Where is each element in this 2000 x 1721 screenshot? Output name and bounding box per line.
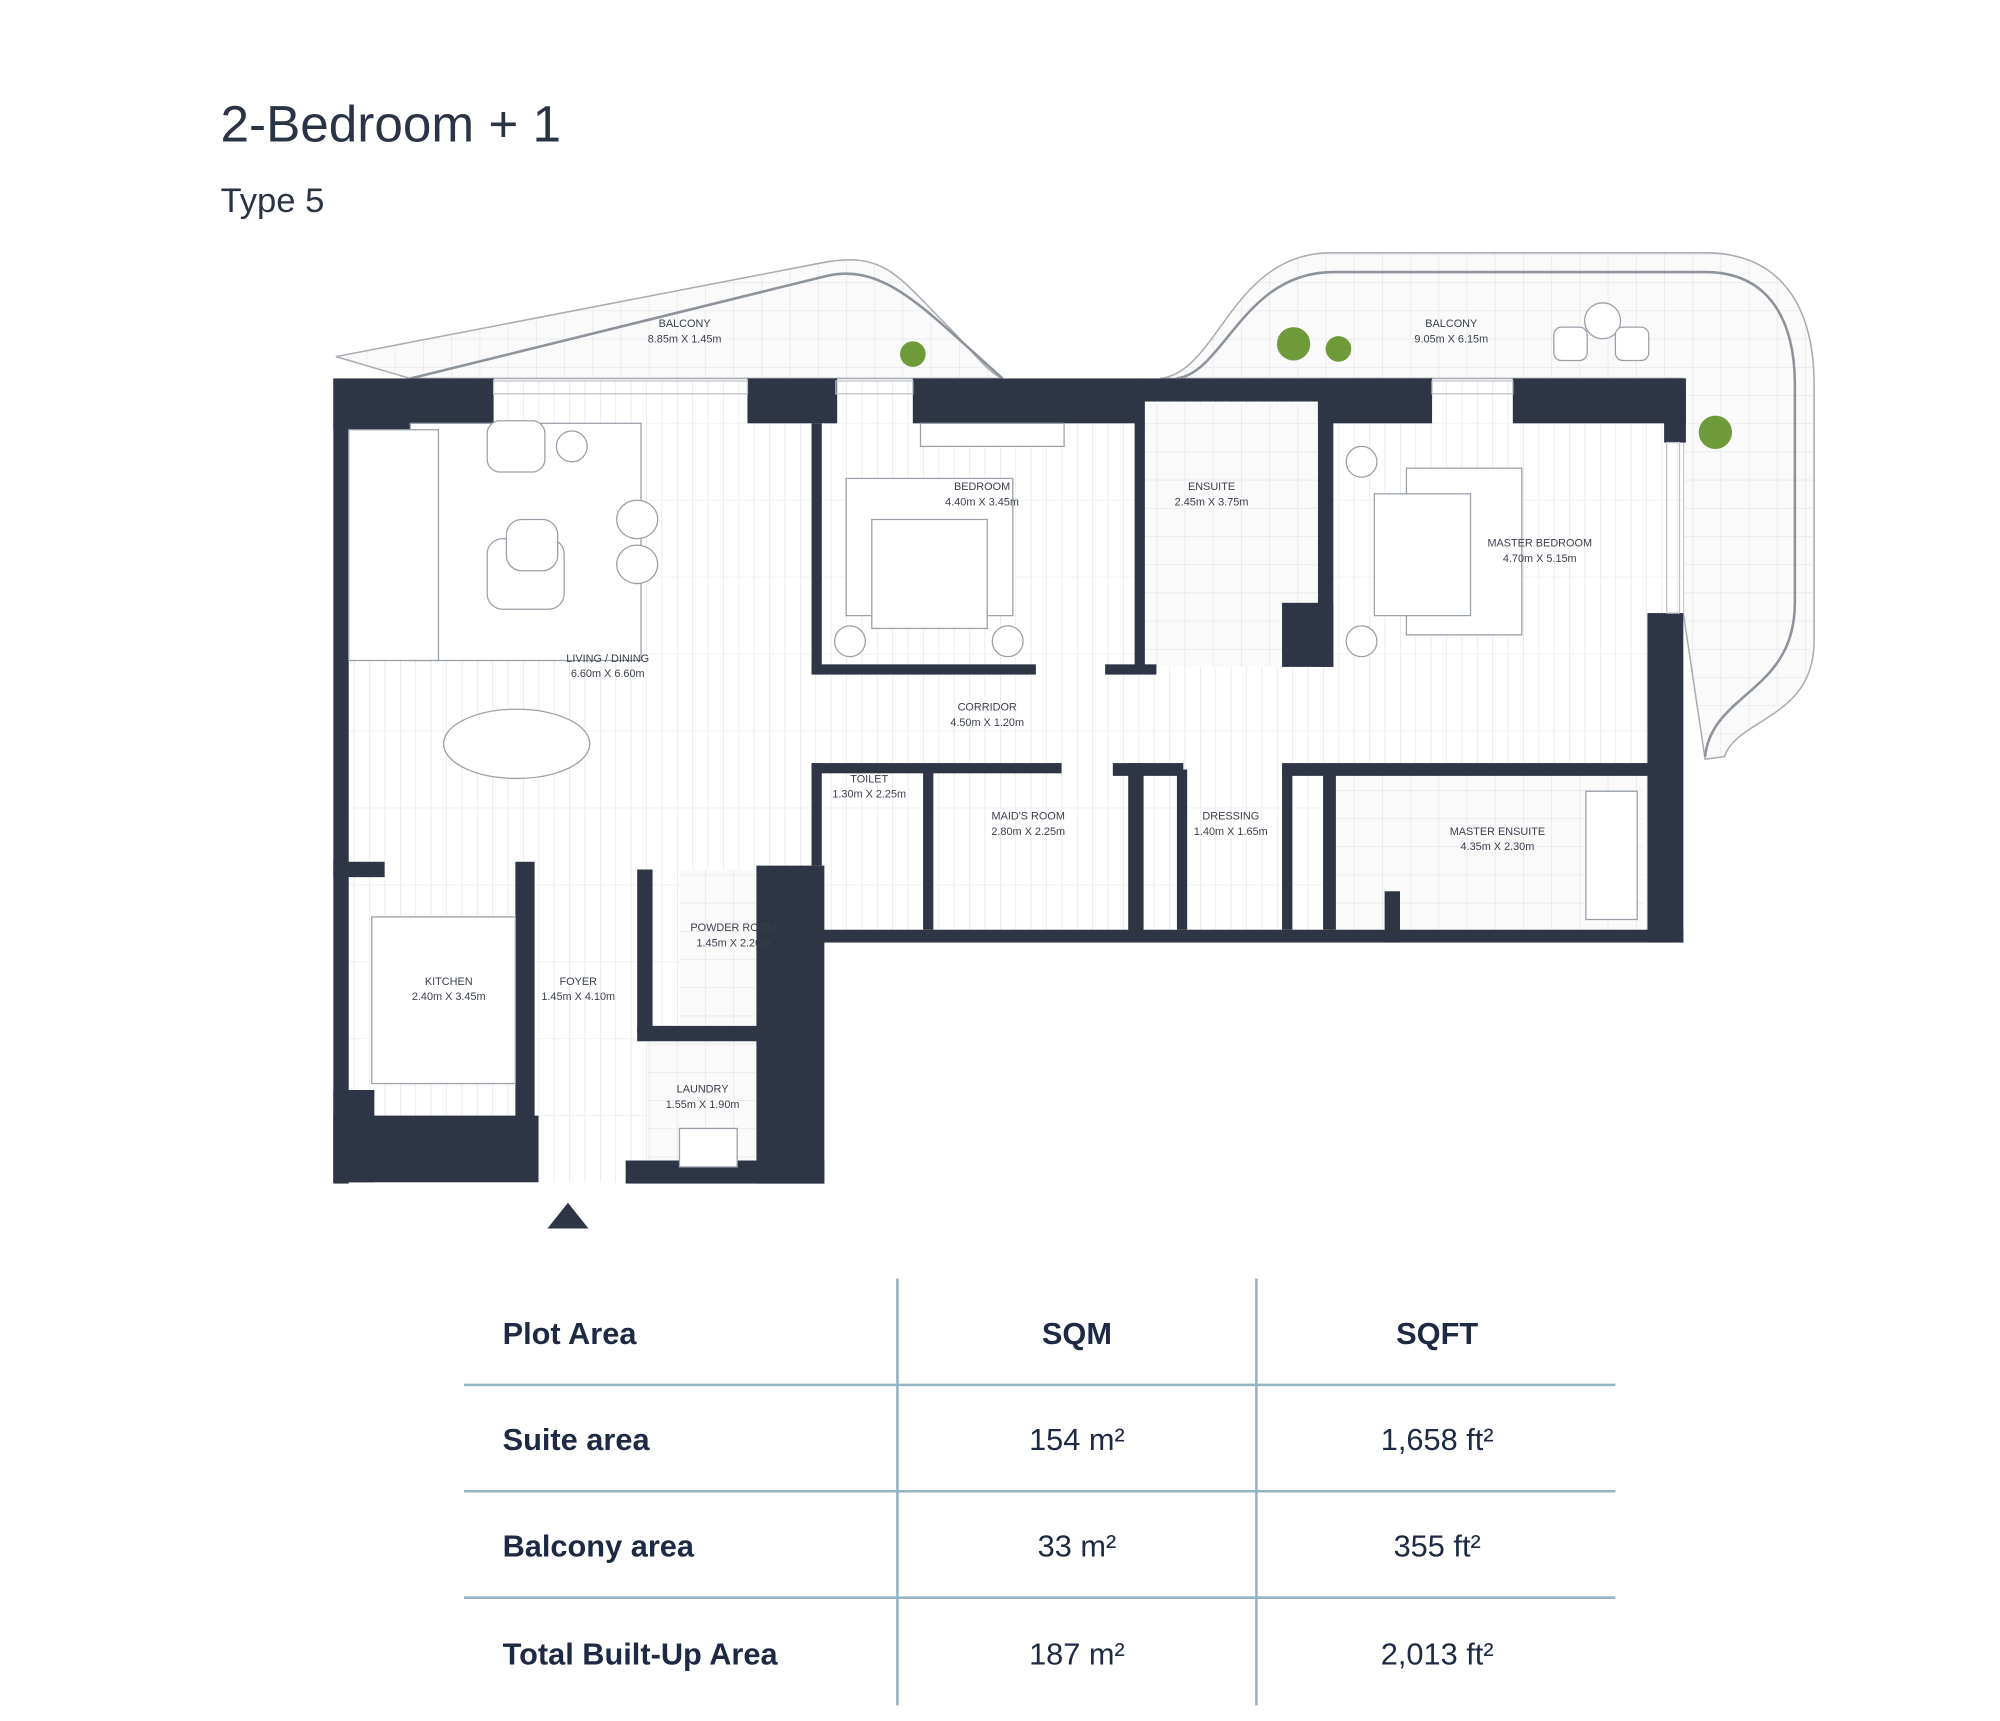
room-label-living-dining: LIVING / DINING 6.60m X 6.60m <box>566 653 649 680</box>
table-row: Suite area 154 m² 1,658 ft² <box>503 1422 1494 1457</box>
balcony-chairs <box>1553 302 1650 362</box>
windows <box>492 380 1681 614</box>
room-label-balcony-right: BALCONY 9.05m X 6.15m <box>1414 318 1488 345</box>
table-row: Total Built-Up Area 187 m² 2,013 ft² <box>503 1636 1494 1671</box>
svg-text:Suite area: Suite area <box>503 1422 651 1457</box>
svg-text:355 ft²: 355 ft² <box>1394 1529 1481 1564</box>
svg-text:MASTER BEDROOM: MASTER BEDROOM <box>1487 537 1592 549</box>
room-label-powder-room: POWDER ROOM 1.45m X 2.20m <box>690 922 776 949</box>
header-sqm: SQM <box>1042 1316 1112 1351</box>
svg-text:POWDER ROOM: POWDER ROOM <box>690 922 776 934</box>
svg-text:CORRIDOR: CORRIDOR <box>958 702 1017 714</box>
svg-text:ENSUITE: ENSUITE <box>1188 481 1235 493</box>
area-table: Plot Area SQM SQFT Suite area 154 m² 1,6… <box>464 1278 1616 1706</box>
room-label-dressing: DRESSING 1.40m X 1.65m <box>1194 810 1268 837</box>
table-header-row: Plot Area SQM SQFT <box>503 1316 1479 1351</box>
svg-text:FOYER: FOYER <box>559 976 597 988</box>
plant-icons <box>900 327 1733 449</box>
room-label-maids-room: MAID'S ROOM 2.80m X 2.25m <box>991 810 1065 837</box>
svg-text:2.40m X 3.45m: 2.40m X 3.45m <box>412 991 486 1003</box>
table-row: Balcony area 33 m² 355 ft² <box>503 1529 1481 1564</box>
room-label-master-bedroom: MASTER BEDROOM 4.70m X 5.15m <box>1487 537 1592 564</box>
svg-text:LAUNDRY: LAUNDRY <box>677 1084 730 1096</box>
svg-text:KITCHEN: KITCHEN <box>425 976 473 988</box>
room-label-bedroom: BEDROOM 4.40m X 3.45m <box>945 481 1019 508</box>
svg-text:6.60m X 6.60m: 6.60m X 6.60m <box>571 668 645 680</box>
svg-text:1.30m X 2.25m: 1.30m X 2.25m <box>832 789 906 801</box>
page-subtitle: Type 5 <box>221 182 325 220</box>
svg-text:BEDROOM: BEDROOM <box>954 481 1010 493</box>
svg-text:2.80m X 2.25m: 2.80m X 2.25m <box>991 826 1065 838</box>
page-title: 2-Bedroom + 1 <box>221 95 562 152</box>
svg-text:4.40m X 3.45m: 4.40m X 3.45m <box>945 496 1019 508</box>
room-label-laundry: LAUNDRY 1.55m X 1.90m <box>666 1084 740 1111</box>
walls <box>333 378 1686 1184</box>
svg-text:8.85m X 1.45m: 8.85m X 1.45m <box>648 334 722 346</box>
furniture <box>348 420 1638 1168</box>
entrance-triangle-icon <box>547 1202 589 1229</box>
svg-text:1.40m X 1.65m: 1.40m X 1.65m <box>1194 826 1268 838</box>
room-label-foyer: FOYER 1.45m X 4.10m <box>541 976 615 1003</box>
svg-text:Balcony area: Balcony area <box>503 1529 695 1564</box>
svg-text:33 m²: 33 m² <box>1038 1529 1117 1564</box>
room-labels: BALCONY 8.85m X 1.45m BALCONY 9.05m X 6.15… <box>412 318 1592 1111</box>
room-label-corridor: CORRIDOR 4.50m X 1.20m <box>950 702 1024 729</box>
svg-text:187 m²: 187 m² <box>1029 1636 1125 1671</box>
svg-text:4.70m X 5.15m: 4.70m X 5.15m <box>1503 553 1577 565</box>
svg-text:2.45m X 3.75m: 2.45m X 3.75m <box>1175 496 1249 508</box>
svg-text:1,658 ft²: 1,658 ft² <box>1381 1422 1494 1457</box>
svg-text:9.05m X 6.15m: 9.05m X 6.15m <box>1414 334 1488 346</box>
svg-text:4.35m X 2.30m: 4.35m X 2.30m <box>1461 841 1535 853</box>
header-plot-area: Plot Area <box>503 1316 638 1351</box>
svg-text:MASTER ENSUITE: MASTER ENSUITE <box>1450 826 1545 838</box>
svg-text:LIVING / DINING: LIVING / DINING <box>566 653 649 665</box>
svg-text:BALCONY: BALCONY <box>659 318 712 330</box>
apartment-floor <box>335 381 1684 1183</box>
room-label-balcony-left: BALCONY 8.85m X 1.45m <box>648 318 722 345</box>
balcony-left <box>335 259 1004 380</box>
svg-text:4.50m X 1.20m: 4.50m X 1.20m <box>950 717 1024 729</box>
svg-text:Total Built-Up Area: Total Built-Up Area <box>503 1636 779 1671</box>
room-label-master-ensuite: MASTER ENSUITE 4.35m X 2.30m <box>1450 826 1545 853</box>
svg-text:DRESSING: DRESSING <box>1202 810 1259 822</box>
room-label-toilet: TOILET 1.30m X 2.25m <box>832 773 906 800</box>
svg-text:2,013 ft²: 2,013 ft² <box>1381 1636 1494 1671</box>
svg-text:154 m²: 154 m² <box>1029 1422 1125 1457</box>
svg-text:1.45m X 2.20m: 1.45m X 2.20m <box>696 937 770 949</box>
room-label-ensuite: ENSUITE 2.45m X 3.75m <box>1175 481 1249 508</box>
svg-text:1.55m X 1.90m: 1.55m X 1.90m <box>666 1099 740 1111</box>
svg-text:BALCONY: BALCONY <box>1425 318 1478 330</box>
svg-text:1.45m X 4.10m: 1.45m X 4.10m <box>541 991 615 1003</box>
room-label-kitchen: KITCHEN 2.40m X 3.45m <box>412 976 486 1003</box>
svg-text:TOILET: TOILET <box>850 773 888 785</box>
svg-text:MAID'S ROOM: MAID'S ROOM <box>992 810 1065 822</box>
header-sqft: SQFT <box>1396 1316 1478 1351</box>
